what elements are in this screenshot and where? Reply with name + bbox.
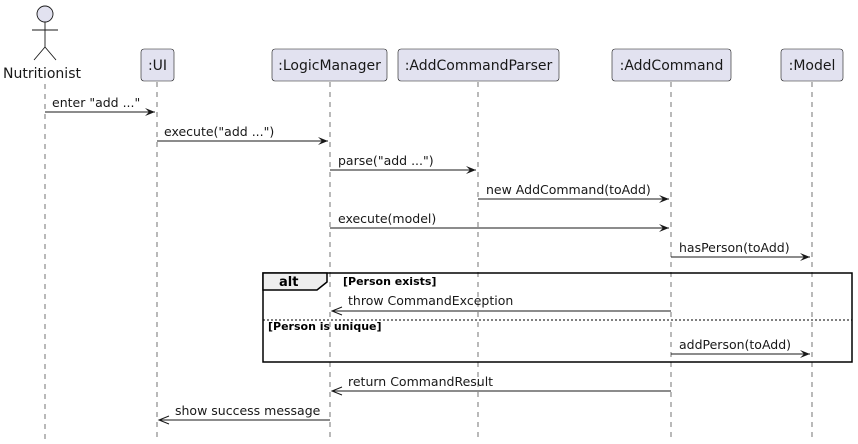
- participant-logic-manager-label: :LogicManager: [278, 58, 381, 74]
- message-label: new AddCommand(toAdd): [486, 182, 651, 197]
- participant-ui-label: :UI: [148, 58, 167, 74]
- message-throw-command-exception: throw CommandException: [330, 293, 671, 316]
- participant-add-command-parser: :AddCommandParser: [397, 48, 560, 82]
- participants: :UI :LogicManager :AddCommandParser :Add…: [140, 48, 844, 82]
- alt-keyword: alt: [279, 275, 298, 290]
- message-show-success: show success message: [157, 403, 330, 425]
- alt-fragment: alt [Person exists] [Person is unique]: [262, 272, 853, 363]
- message-add-person: addPerson(toAdd): [671, 337, 810, 358]
- message-has-person: hasPerson(toAdd): [671, 240, 810, 261]
- actor-nutritionist: Nutritionist: [3, 5, 81, 82]
- alt-fragment-tab: [262, 272, 328, 291]
- message-label: hasPerson(toAdd): [679, 240, 790, 255]
- participant-add-command-label: :AddCommand: [620, 58, 724, 74]
- participant-logic-manager: :LogicManager: [271, 48, 388, 82]
- messages: enter "add ..." execute("add ...") parse…: [45, 95, 810, 425]
- message-label: throw CommandException: [348, 293, 513, 308]
- participant-model-label: :Model: [789, 58, 836, 74]
- participant-add-command-parser-label: :AddCommandParser: [405, 58, 553, 74]
- message-label: return CommandResult: [348, 374, 493, 389]
- message-label: execute("add ..."): [164, 124, 274, 139]
- message-new-add-command: new AddCommand(toAdd): [478, 182, 669, 203]
- participant-model: :Model: [780, 48, 844, 82]
- actor-label: Nutritionist: [3, 66, 81, 82]
- message-label: show success message: [175, 403, 321, 418]
- stick-figure-icon: [32, 5, 58, 61]
- message-return-command-result: return CommandResult: [330, 374, 671, 396]
- participant-ui: :UI: [140, 48, 175, 82]
- message-label: execute(model): [338, 211, 436, 226]
- message-label: enter "add ...": [52, 95, 140, 110]
- message-enter-add: enter "add ...": [45, 95, 155, 116]
- message-parse: parse("add ..."): [330, 153, 476, 174]
- alt-guard-1: [Person exists]: [343, 275, 436, 288]
- message-label: addPerson(toAdd): [679, 337, 791, 352]
- participant-add-command: :AddCommand: [611, 48, 732, 82]
- message-execute-model: execute(model): [330, 211, 669, 232]
- alt-guard-2: [Person is unique]: [268, 320, 382, 333]
- message-label: parse("add ..."): [338, 153, 434, 168]
- message-execute-input: execute("add ..."): [157, 124, 328, 145]
